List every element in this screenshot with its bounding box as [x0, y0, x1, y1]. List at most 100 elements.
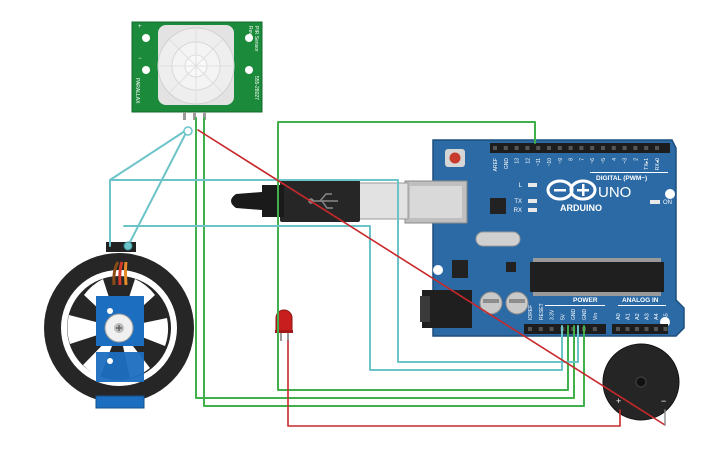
wire-cyan-c[interactable] — [109, 179, 579, 363]
wire-green-buzzer[interactable] — [203, 117, 585, 407]
led-tx — [528, 199, 537, 203]
led-on-label: ON — [663, 200, 672, 206]
model-label: UNO — [598, 184, 631, 201]
power-pin-hole[interactable] — [528, 327, 532, 331]
piezo-buzzer[interactable]: + − — [602, 343, 680, 421]
power-pin-hole[interactable] — [538, 327, 543, 331]
digital-pin-hole[interactable] — [622, 146, 627, 150]
analog-pin-hole[interactable] — [663, 327, 668, 331]
digital-pin-label: 12 — [525, 158, 531, 164]
reset-button-cap[interactable] — [449, 152, 461, 164]
wire-junction — [123, 241, 133, 251]
pir-dome — [157, 25, 235, 105]
usb-plug-metal — [357, 182, 409, 220]
digital-pin-label: 13 — [515, 158, 521, 164]
wire-red-led[interactable] — [287, 340, 621, 427]
digital-pin-label: ~10 — [547, 158, 553, 167]
digital-pin-hole[interactable] — [590, 146, 595, 150]
digital-pin-label: ~3 — [623, 158, 629, 164]
servo-connector[interactable] — [106, 242, 136, 252]
power-header[interactable] — [524, 324, 606, 334]
digital-pin-hole[interactable] — [503, 146, 508, 150]
digital-pin-hole[interactable] — [601, 146, 605, 150]
digital-pin-hole[interactable] — [525, 146, 530, 150]
pir-rev-label: Rev B — [247, 26, 253, 40]
analog-pin-label: A3 — [645, 313, 651, 320]
analog-pin-hole[interactable] — [616, 327, 620, 331]
power-pin-label: Vin — [593, 313, 599, 320]
digital-pin-label: ~6 — [590, 158, 596, 164]
led-tx-label: TX — [514, 199, 522, 205]
mounting-hole — [245, 66, 253, 74]
red-led[interactable] — [275, 309, 293, 341]
mounting-hole — [142, 66, 150, 74]
digital-pin-label: GND — [504, 158, 510, 170]
digital-pin-hole[interactable] — [493, 146, 497, 150]
analog-pin-hole[interactable] — [654, 327, 658, 331]
analog-pin-hole[interactable] — [635, 327, 639, 331]
pir-sensor[interactable]: PARALLAX PIR Sensor Rev B 555-28027 + − — [131, 21, 263, 120]
pir-minus-mark: − — [138, 56, 142, 62]
wire-cyan-d[interactable] — [123, 225, 563, 371]
digital-pin-hole[interactable] — [547, 146, 551, 150]
regulator — [452, 260, 468, 278]
digital-pin-hole[interactable] — [557, 146, 562, 150]
chip-pins — [533, 258, 661, 296]
wire-green-signal[interactable] — [277, 121, 569, 391]
digital-pin-hole[interactable] — [611, 146, 616, 150]
digital-pin-label: 4 — [612, 158, 618, 161]
analog-pin-label: A2 — [635, 313, 641, 320]
pir-pins[interactable] — [183, 112, 206, 120]
pir-name-label: PIR Sensor — [253, 26, 259, 52]
analog-header[interactable] — [612, 324, 668, 334]
digital-label: DIGITAL (PWM~) — [596, 175, 647, 182]
mounting-hole — [245, 34, 253, 42]
wire-cyan-b[interactable] — [127, 128, 189, 247]
digital-pin-label: RX◂0 — [655, 158, 661, 170]
analog-pin-hole[interactable] — [644, 327, 649, 331]
pir-plus-mark: + — [138, 24, 142, 30]
servo-wires — [112, 261, 128, 286]
analog-pin-label: A1 — [626, 313, 632, 320]
led-rx-label: RX — [514, 208, 522, 214]
digital-pin-hole[interactable] — [655, 146, 659, 150]
analog-pin-label: A0 — [616, 313, 622, 320]
power-jack — [422, 290, 472, 328]
digital-pin-label: 2 — [633, 158, 639, 161]
pir-brand-label: PARALLAX — [134, 78, 140, 104]
led-rx — [528, 208, 537, 212]
digital-pin-label: ~9 — [558, 158, 564, 164]
buzzer-plus-mark: + — [616, 396, 621, 406]
digital-pin-hole[interactable] — [644, 146, 649, 150]
servo-motor[interactable] — [44, 242, 194, 409]
brand-label: ARDUINO — [560, 203, 602, 213]
digital-pin-hole[interactable] — [633, 146, 638, 150]
usb-cable-strain-relief — [231, 192, 262, 210]
wire-red-diagonal[interactable] — [197, 129, 666, 426]
atmega-chip — [530, 262, 664, 292]
power-pin-label: 5V — [560, 313, 566, 320]
power-pin-label: GND — [571, 309, 577, 321]
analog-pin-hole[interactable] — [625, 327, 630, 331]
usb-chip — [490, 198, 506, 214]
mounting-hole — [665, 189, 675, 199]
usb-cable[interactable] — [231, 180, 409, 222]
analog-pin-label: A5 — [664, 313, 670, 320]
digital-pin-label: 8 — [569, 158, 575, 161]
led-l-label: L — [519, 183, 523, 189]
pir-part-label: 555-28027 — [253, 76, 259, 100]
power-pin-hole[interactable] — [549, 327, 554, 331]
digital-pin-hole[interactable] — [568, 146, 573, 150]
digital-pin-hole[interactable] — [536, 146, 541, 150]
power-pin-label: 3.3V — [550, 309, 556, 320]
digital-pin-label: ~5 — [601, 158, 607, 164]
digital-pin-label: ~11 — [536, 158, 542, 166]
wire-cyan-a[interactable] — [109, 128, 189, 247]
digital-pin-hole[interactable] — [579, 146, 584, 150]
power-pin-hole[interactable] — [592, 327, 597, 331]
wire-junction — [183, 126, 193, 136]
arduino-logo — [546, 179, 597, 201]
digital-pin-hole[interactable] — [514, 146, 519, 150]
